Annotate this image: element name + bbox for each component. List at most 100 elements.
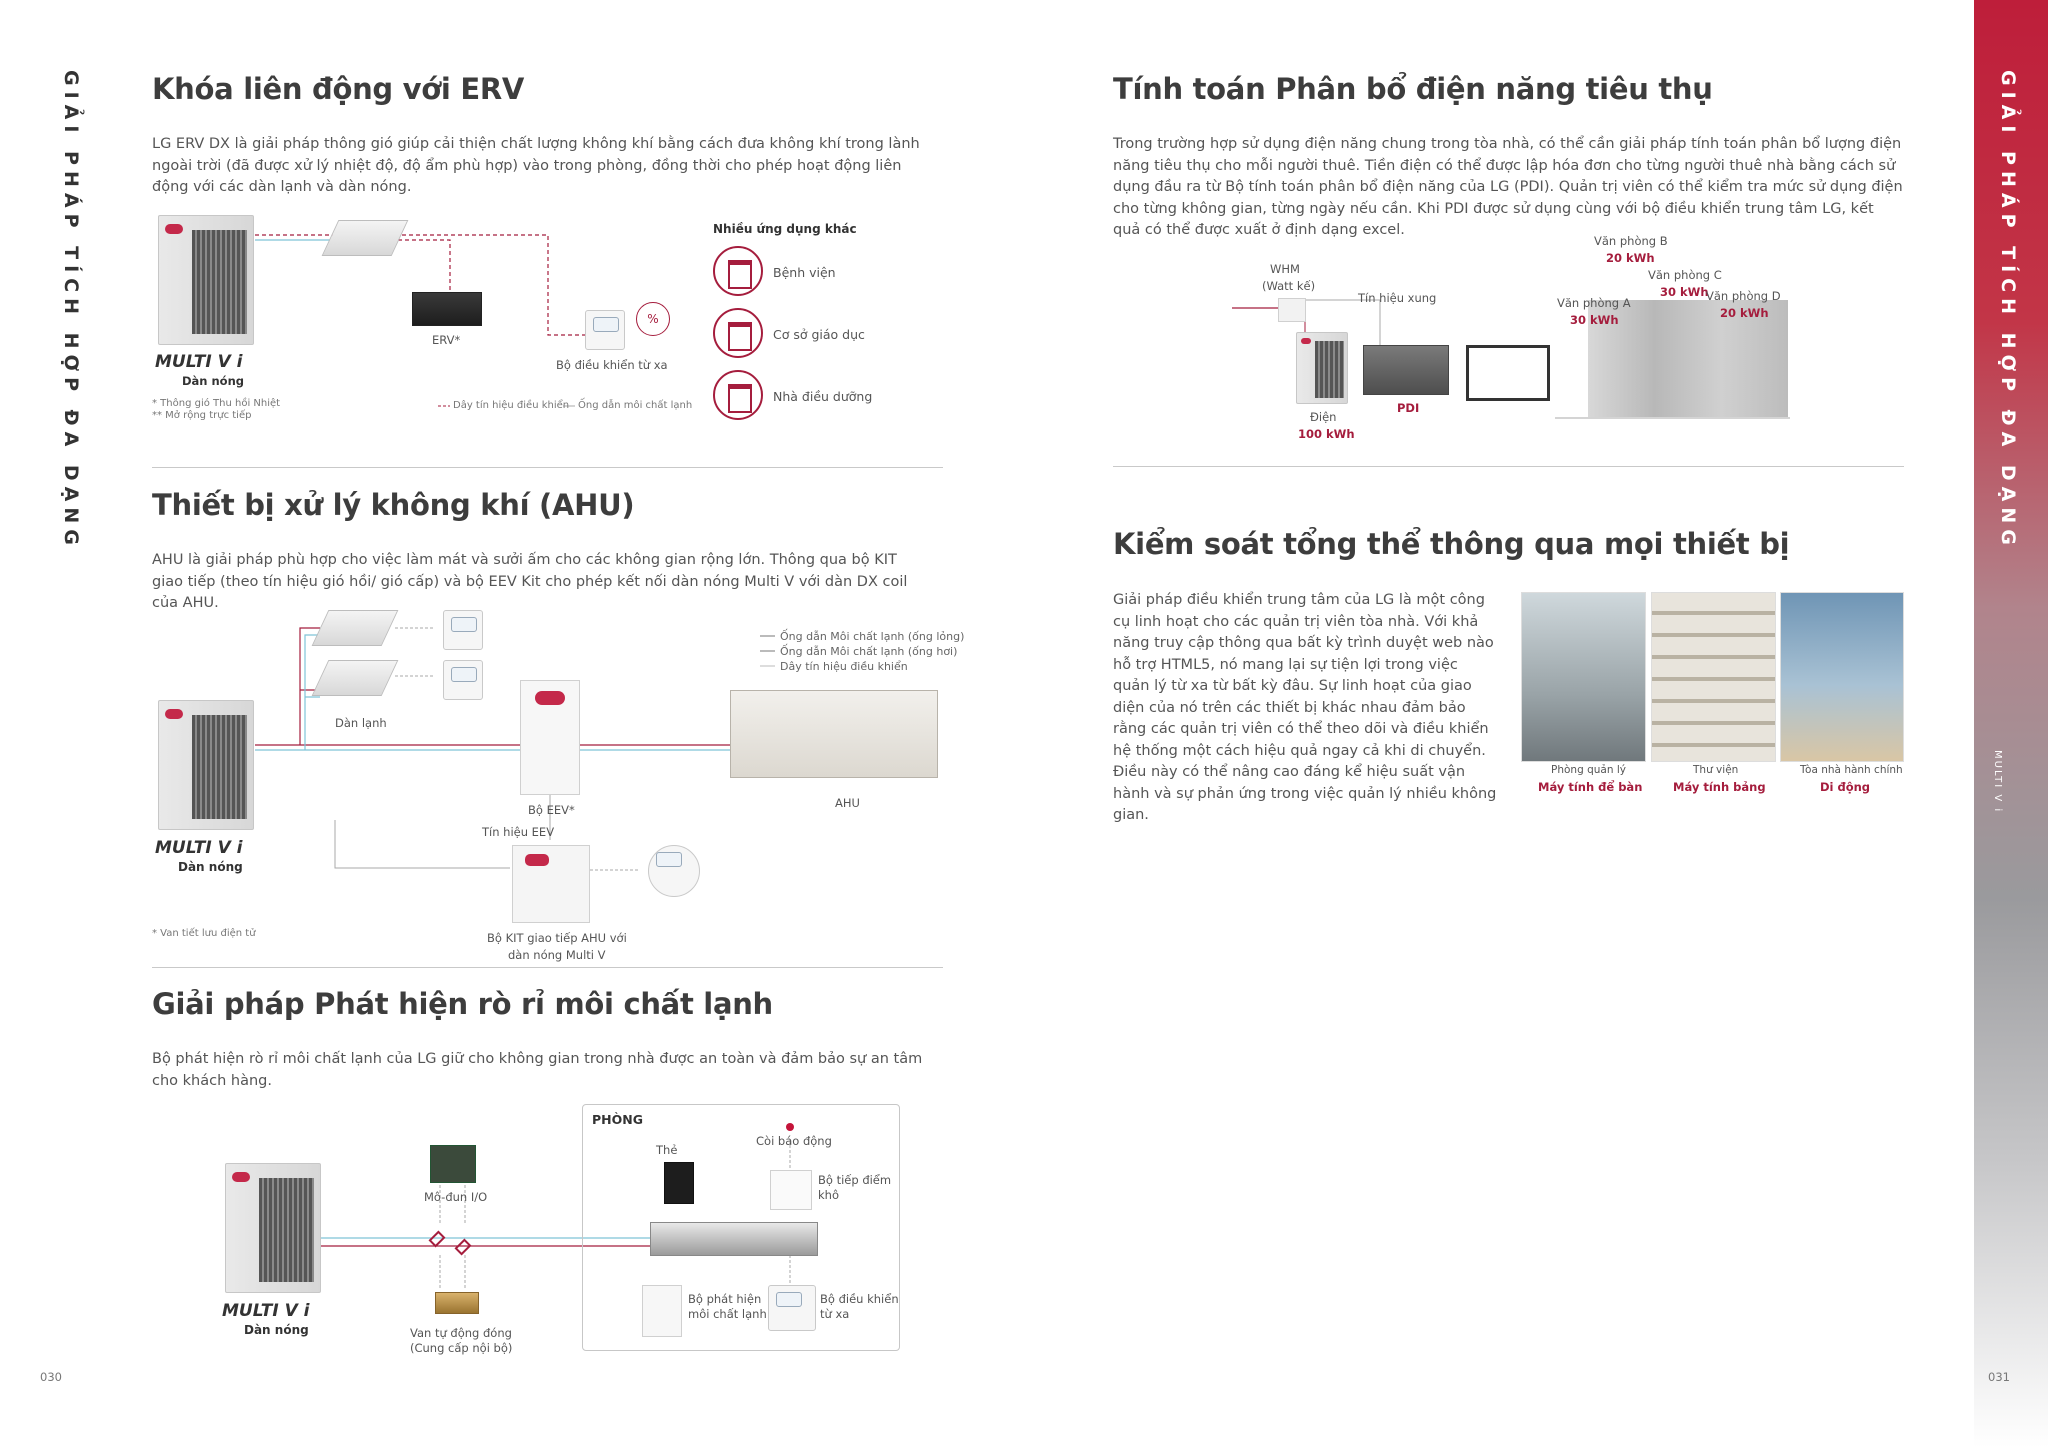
card-reader: [664, 1162, 694, 1204]
erv-title: Khóa liên động với ERV: [152, 72, 525, 106]
erv-outdoor-unit: [158, 215, 254, 345]
detector-label-1: Bộ phát hiện: [688, 1292, 762, 1306]
whm-label: WHM: [1270, 262, 1300, 276]
ahu-legend-gas: Ống dẫn Môi chất lạnh (ống hơi): [780, 645, 958, 658]
office-d-name: Văn phòng D: [1706, 289, 1781, 303]
ahu-outdoor-label: Dàn nóng: [178, 860, 243, 874]
pdi-monitor: [1466, 345, 1550, 401]
office-b-name: Văn phòng B: [1594, 234, 1668, 248]
ahu-legend-signal: Dây tín hiệu điều khiển: [780, 660, 908, 673]
erv-unit: [412, 292, 482, 326]
photo-place-2: Thư viện: [1693, 764, 1739, 776]
hospital-icon: [713, 246, 763, 296]
watt-meter: [1278, 298, 1306, 322]
divider-erv: [152, 467, 943, 468]
ahu-note: * Van tiết lưu điện tử: [152, 928, 256, 939]
ahu-body: AHU là giải pháp phù hợp cho việc làm má…: [152, 552, 908, 611]
leak-body: Bộ phát hiện rò rỉ môi chất lạnh của LG …: [152, 1051, 923, 1089]
ahu-brand-logo: MULTI V i: [155, 838, 243, 858]
app-school: Cơ sở giáo dục: [773, 327, 865, 342]
right-side-bar: [1974, 0, 2048, 1448]
pulse-label: Tín hiệu xung: [1358, 291, 1437, 305]
app-hospital: Bệnh viện: [773, 265, 836, 280]
office-a-name: Văn phòng A: [1557, 296, 1631, 310]
whm-sub-label: (Watt kế): [1262, 279, 1316, 293]
control-title: Kiểm soát tổng thể thông qua mọi thiết b…: [1113, 527, 1790, 561]
io-module: [430, 1145, 476, 1183]
ahu-kit-box: [512, 845, 590, 923]
erv-outdoor-label: Dàn nóng: [182, 374, 245, 388]
photo-device-2: Máy tính bảng: [1673, 780, 1766, 794]
valve-label-1: Van tự động đóng: [410, 1326, 512, 1340]
photo-device-1: Máy tính để bàn: [1538, 780, 1643, 794]
leak-detector: [642, 1285, 682, 1337]
pdi-device: [1363, 345, 1449, 395]
office-b-value: 20 kWh: [1606, 251, 1655, 265]
erv-legend-signal: Dây tín hiệu điều khiển: [453, 400, 570, 411]
school-icon: [713, 308, 763, 358]
ahu-title: Thiết bị xử lý không khí (AHU): [152, 488, 635, 522]
photo-office-building: [1780, 592, 1904, 762]
ahu-kit-remote: [648, 845, 700, 897]
leak-remote-label-1: Bộ điều khiển: [820, 1292, 899, 1306]
room-label: PHÒNG: [592, 1112, 643, 1127]
office-c-value: 30 kWh: [1660, 285, 1709, 299]
eev-kit: [520, 680, 580, 795]
right-side-title: GIẢI PHÁP TÍCH HỢP ĐA DẠNG: [1997, 70, 2019, 551]
photo-place-3: Tòa nhà hành chính: [1800, 764, 1903, 776]
control-body: Giải pháp điều khiển trung tâm của LG là…: [1113, 592, 1497, 823]
leak-outdoor-label: Dàn nóng: [244, 1323, 309, 1337]
right-side-subtitle: MULTI V i: [1992, 750, 2003, 814]
ahu-outdoor-unit: [158, 700, 254, 830]
leak-remote-label-2: từ xa: [820, 1307, 850, 1321]
erv-brand-logo: MULTI V i: [155, 352, 243, 372]
detector-label-2: môi chất lạnh: [688, 1307, 767, 1321]
nursing-home-icon: [713, 370, 763, 420]
dry-contact-label-1: Bộ tiếp điểm: [818, 1173, 892, 1187]
photo-place-1: Phòng quản lý: [1551, 764, 1626, 776]
kit-label-2: dàn nóng Multi V: [508, 948, 606, 962]
erv-legend-pipe: Ống dẫn môi chất lạnh: [578, 400, 693, 411]
erv-note-2: ** Mở rộng trực tiếp: [152, 410, 252, 421]
leak-title: Giải pháp Phát hiện rò rỉ môi chất lạnh: [152, 987, 773, 1021]
divider-pdi: [1113, 466, 1904, 467]
pdi-title: Tính toán Phân bổ điện năng tiêu thụ: [1113, 72, 1713, 106]
alarm-icon: [786, 1123, 794, 1131]
eev-signal-label: Tín hiệu EEV: [482, 825, 555, 839]
app-nursing-home: Nhà điều dưỡng: [773, 389, 873, 404]
leak-outdoor-unit: [225, 1163, 321, 1293]
card-label: Thẻ: [656, 1143, 678, 1157]
photo-library: [1651, 592, 1776, 762]
photo-device-3: Di động: [1820, 780, 1871, 794]
ahu-indoor-label: Dàn lạnh: [335, 716, 387, 730]
room-frame: [582, 1104, 900, 1351]
erv-remote-controller: [585, 310, 625, 350]
eev-label: Bộ EEV*: [528, 803, 575, 817]
leak-brand-logo: MULTI V i: [222, 1301, 310, 1321]
ahu-label: AHU: [835, 796, 860, 810]
alarm-label: Còi báo động: [756, 1134, 832, 1148]
power-label: Điện: [1310, 410, 1337, 424]
power-value: 100 kWh: [1298, 427, 1355, 441]
pdi-body: Trong trường hợp sử dụng điện năng chung…: [1113, 136, 1903, 238]
auto-shutoff-valve: [435, 1292, 479, 1314]
ahu-unit: [730, 690, 938, 778]
humidity-icon: %: [636, 302, 670, 336]
io-module-label: Mô-đun I/O: [424, 1190, 488, 1204]
ahu-legend-liquid: Ống dẫn Môi chất lạnh (ống lỏng): [780, 630, 965, 643]
page-number-right: 031: [1988, 1370, 2010, 1384]
pdi-label: PDI: [1397, 401, 1420, 415]
erv-remote-label: Bộ điều khiển từ xa: [556, 358, 668, 372]
erv-label: ERV*: [432, 333, 461, 347]
kit-label-1: Bộ KIT giao tiếp AHU với: [487, 931, 627, 945]
divider-ahu: [152, 967, 943, 968]
erv-note-1: * Thông gió Thu hồi Nhiệt: [152, 398, 281, 409]
dry-contact-label-2: khô: [818, 1188, 839, 1202]
office-a-value: 30 kWh: [1570, 313, 1619, 327]
office-buildings: [1588, 300, 1788, 417]
ahu-remote-2: [443, 660, 483, 700]
pdi-outdoor-unit: [1296, 332, 1348, 404]
photo-management-room: [1521, 592, 1646, 762]
